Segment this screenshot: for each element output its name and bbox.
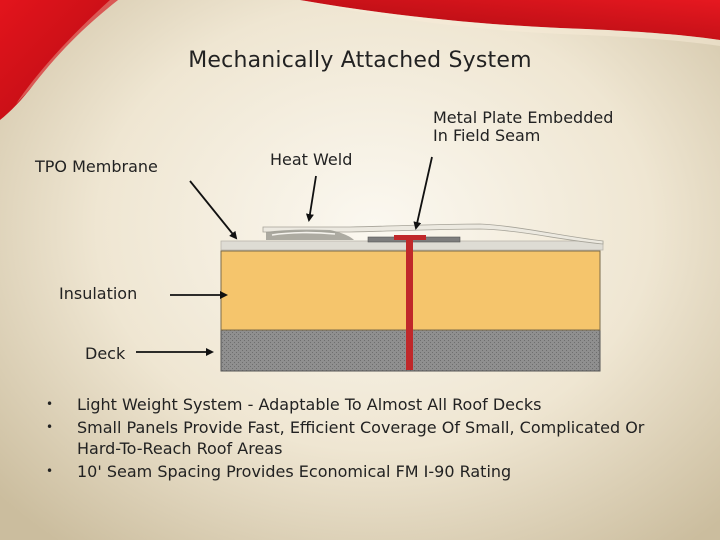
heat-weld-arrow xyxy=(305,175,317,222)
top-right-swoosh xyxy=(300,0,720,40)
bullet-text: Light Weight System - Adaptable To Almos… xyxy=(77,395,542,414)
metal-plate-label: Metal Plate Embedded In Field Seam xyxy=(433,109,693,145)
tpo-membrane-label: TPO Membrane xyxy=(35,157,158,176)
fastener-shaft xyxy=(406,238,413,370)
bullet-marker: • xyxy=(46,420,54,434)
deck-label: Deck xyxy=(85,344,126,363)
insulation-label: Insulation xyxy=(59,284,138,303)
metal-plate-label-line2: In Field Seam xyxy=(433,126,541,145)
heat-weld-label: Heat Weld xyxy=(270,150,353,169)
bullet-list: • Light Weight System - Adaptable To Alm… xyxy=(46,394,646,484)
heat-weld-shading xyxy=(266,229,354,240)
fastener-head xyxy=(394,235,426,240)
seam-overlap-sheet xyxy=(262,223,604,245)
bullet-item: • Light Weight System - Adaptable To Alm… xyxy=(46,394,646,415)
bullet-item: • Small Panels Provide Fast, Efficient C… xyxy=(46,417,646,459)
top-left-swoosh xyxy=(0,0,118,120)
metal-plate-label-line1: Metal Plate Embedded xyxy=(433,108,614,127)
metal-plate-arrow xyxy=(413,156,433,230)
bullet-text: 10' Seam Spacing Provides Economical FM … xyxy=(77,462,512,481)
slide-title: Mechanically Attached System xyxy=(188,48,532,73)
bullet-marker: • xyxy=(46,397,54,411)
bullet-text: Small Panels Provide Fast, Efficient Cov… xyxy=(77,418,645,458)
bullet-item: • 10' Seam Spacing Provides Economical F… xyxy=(46,461,646,482)
tpo-membrane-arrow xyxy=(189,180,238,240)
heat-weld-shine xyxy=(271,231,336,236)
bullet-marker: • xyxy=(46,464,54,478)
top-right-swoosh-edge xyxy=(300,0,720,46)
